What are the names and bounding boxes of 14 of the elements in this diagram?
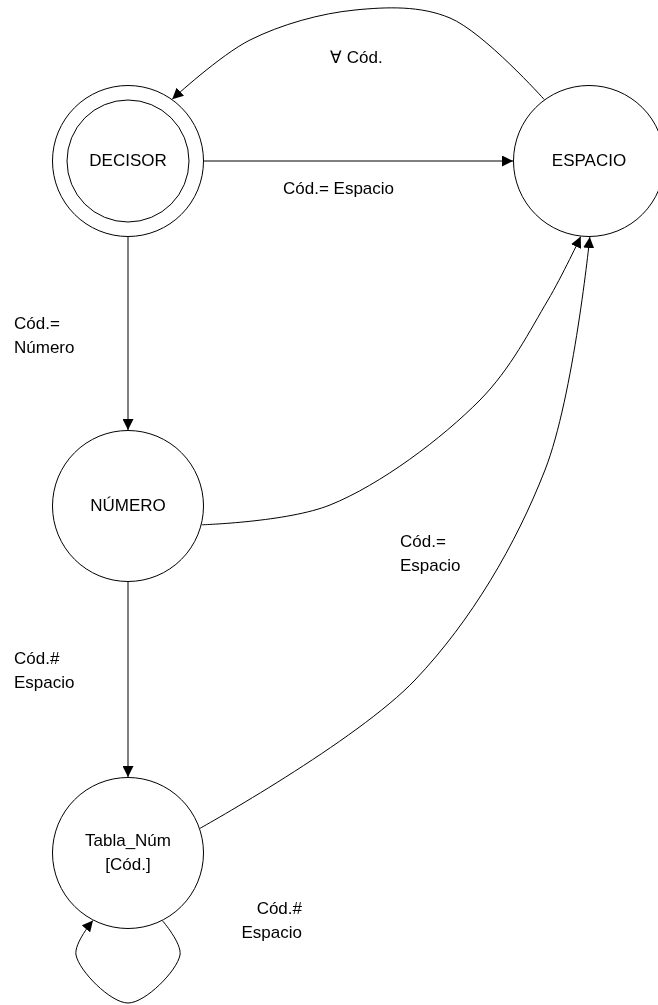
state-label: NÚMERO [90, 495, 166, 517]
transition-arrow [201, 236, 582, 526]
transition-arrow [122, 581, 134, 778]
state-label: DECISOR [89, 150, 167, 172]
transition-arrow [171, 7, 545, 101]
state-label: Tabla_Núm [Cód.] [84, 830, 172, 876]
transition-arrow [199, 236, 595, 829]
state-label: ESPACIO [551, 150, 627, 172]
transition-arrow [122, 236, 134, 431]
state-circle [52, 777, 204, 929]
self-loop-arrow [75, 919, 181, 1004]
state-circle [52, 430, 204, 582]
transition-arrow [203, 155, 514, 167]
state-circle [52, 85, 204, 237]
